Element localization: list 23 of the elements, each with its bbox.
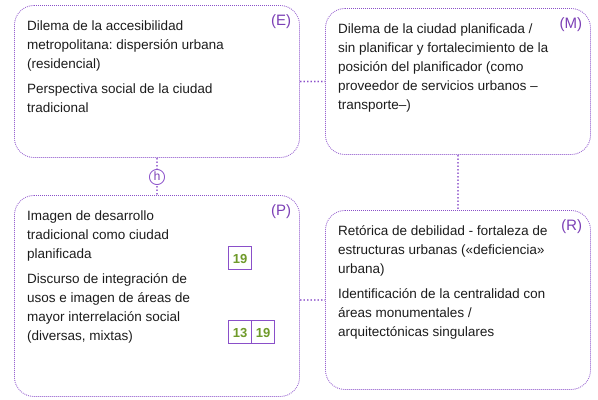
text-card bbox=[14, 5, 300, 158]
card-text: Imagen de desarrollo tradicional como ciudad planificada bbox=[27, 207, 170, 263]
category-tag: (R) bbox=[561, 217, 582, 234]
text-card bbox=[325, 210, 591, 390]
text-card bbox=[14, 195, 300, 397]
connector-line bbox=[300, 299, 325, 301]
connector-line bbox=[156, 158, 158, 195]
card-text: Dilema de la ciudad planificada / sin planificar y fortalecimiento de la posición del planificador (como proveedor de servicios urbanos –transporte–) bbox=[338, 20, 550, 114]
card-text: Retórica de debilidad - fortaleza de estructuras urbanas («deficiencia» urbana) bbox=[338, 222, 548, 278]
category-tag: (M) bbox=[560, 15, 582, 32]
edge-label: h bbox=[149, 168, 165, 184]
text-card bbox=[325, 8, 591, 155]
category-tag: (P) bbox=[271, 202, 291, 219]
reference-number: 19 bbox=[228, 246, 252, 270]
connector-line bbox=[300, 80, 325, 82]
category-tag: (E) bbox=[271, 12, 291, 29]
card-text: Dilema de la accesibilidad metropolitana: dispersión urbana (residencial) bbox=[27, 17, 225, 73]
connector-line bbox=[457, 155, 459, 210]
card-text: Perspectiva social de la ciudad tradicional bbox=[27, 80, 214, 117]
card-text: Identificación de la centralidad con áreas monumentales / arquitectónicas singulares bbox=[338, 285, 546, 341]
reference-number: 19 bbox=[251, 320, 275, 344]
card-text: Discurso de integración de usos e imagen de áreas de mayor interrelación social (diversas, mixtas) bbox=[27, 270, 191, 345]
reference-number: 13 bbox=[228, 320, 252, 344]
